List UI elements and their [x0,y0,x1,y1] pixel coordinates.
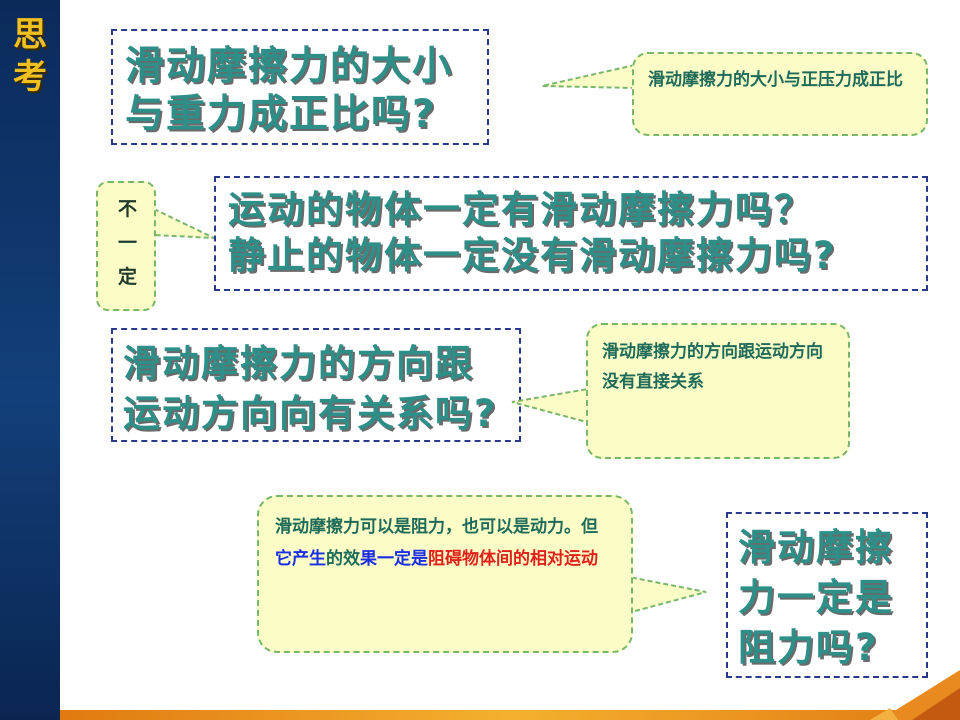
question-4-line-3: 阻力吗? [738,626,879,669]
bubble-tail-4 [623,574,707,616]
answer-2-char-3: 定 [118,266,138,288]
answer-2-char-1: 不 [118,198,138,220]
corner-decoration-icon [870,670,960,720]
sidebar-title: 思考 [13,15,47,97]
answer-1-text: 滑动摩擦力的大小与正压力成正比 [648,70,903,90]
answer-4-part-2: 它产生 [275,549,326,569]
question-box-3: 滑动摩擦力的方向跟 运动方向向有关系吗? [111,328,521,442]
bottom-accent-bar [60,710,960,720]
question-3-line-2: 运动方向向有关系吗? [123,392,498,435]
question-box-4: 滑动摩擦 力一定是 阻力吗? [726,512,928,678]
question-4-line-1: 滑动摩擦 [738,526,894,569]
question-box-1: 滑动摩擦力的大小 与重力成正比吗? [111,29,489,145]
bubble-tail-3 [511,386,595,426]
sidebar: 思考 [0,0,60,720]
answer-4-part-4: 果一定是 [360,549,428,569]
question-box-2: 运动的物体一定有滑动摩擦力吗？ 静止的物体一定没有滑动摩擦力吗? [214,176,928,291]
bubble-tail-1 [541,63,636,90]
answer-bubble-4: 滑动摩擦力可以是阻力，也可以是动力。但它产生的效果一定是阻碍物体间的相对运动 [257,495,633,653]
question-1-line-1: 滑动摩擦力的大小 [125,44,454,89]
question-1-line-2: 与重力成正比吗? [125,92,437,137]
question-2-line-2: 静止的物体一定没有滑动摩擦力吗? [228,234,837,277]
question-4-line-2: 力一定是 [738,576,894,619]
answer-3-text: 滑动摩擦力的方向跟运动方向没有直接关系 [602,342,823,392]
answer-4-part-5: 阻碍物体间的相对 [428,549,564,569]
answer-bubble-3: 滑动摩擦力的方向跟运动方向没有直接关系 [586,323,850,459]
question-3-line-1: 滑动摩擦力的方向跟 [123,342,474,385]
answer-4-part-3: 的效 [326,549,360,569]
answer-4-text: 滑动摩擦力可以是阻力，也可以是动力。但它产生的效果一定是阻碍物体间的相对运动 [275,511,601,575]
answer-2-char-2: 一 [118,232,138,254]
answer-4-part-6: 运动 [564,549,598,569]
bubble-tail-2 [153,207,215,239]
question-2-line-1: 运动的物体一定有滑动摩擦力吗？ [228,188,813,231]
answer-bubble-2: 不 一 定 [96,181,156,311]
answer-4-part-1: 滑动摩擦力可以是阻力，也可以是动力。但 [275,517,598,537]
answer-bubble-1: 滑动摩擦力的大小与正压力成正比 [632,52,928,136]
